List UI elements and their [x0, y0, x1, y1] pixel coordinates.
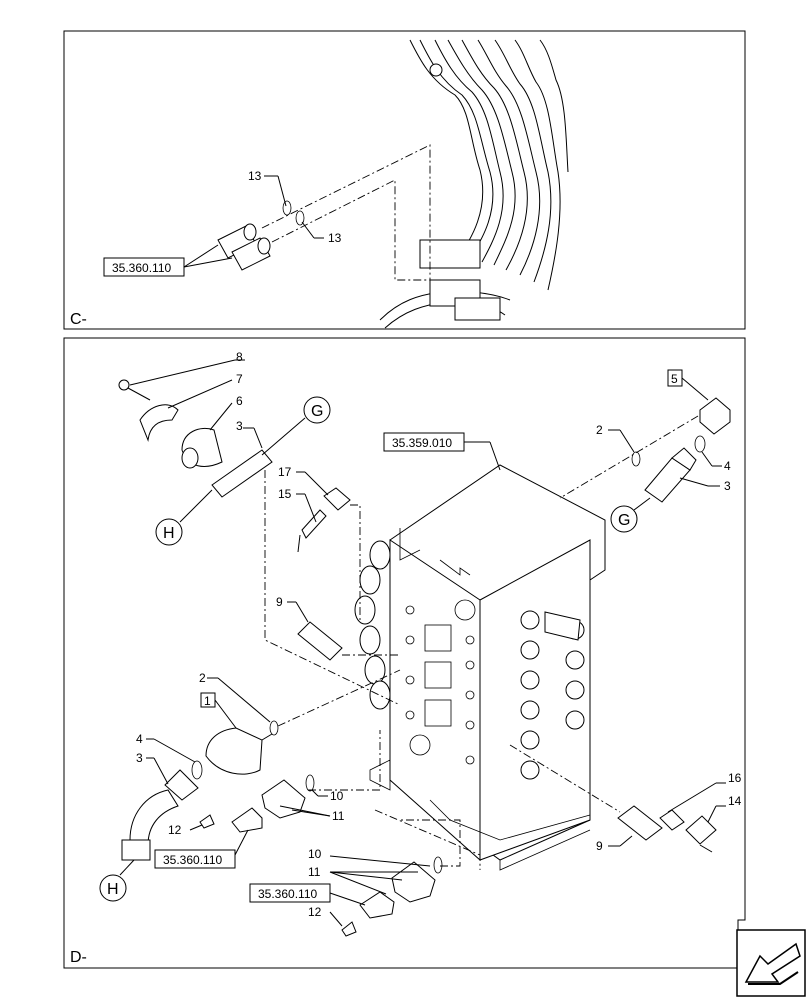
- callout-13b: 13: [328, 231, 342, 245]
- panel-c: C-: [63, 30, 746, 330]
- panel-d-label: D-: [70, 949, 87, 966]
- callout-13a: 13: [248, 169, 262, 183]
- connector-h-bottom[interactable]: [99, 874, 127, 902]
- ref-valve[interactable]: 35.359.010: [392, 436, 452, 450]
- callout-3c: 3: [724, 479, 731, 493]
- callout-6: 6: [236, 394, 243, 408]
- panel-c-label: C-: [70, 311, 87, 328]
- ref-d1[interactable]: 35.360.110: [163, 853, 222, 867]
- callout-5[interactable]: 5: [671, 372, 678, 386]
- control-valve-block: [354, 464, 606, 871]
- callout-2b: 2: [596, 423, 603, 437]
- callout-11a: 11: [332, 809, 345, 823]
- callout-10b: 10: [308, 847, 322, 861]
- callout-15: 15: [278, 487, 292, 501]
- callout-10a: 10: [330, 789, 344, 803]
- fitting-assembly-c: [217, 200, 305, 271]
- callout-1[interactable]: 1: [204, 694, 211, 708]
- callout-3a: 3: [236, 419, 243, 433]
- callout-14: 14: [728, 794, 742, 808]
- connector-h-top[interactable]: [155, 518, 183, 546]
- ref-box-d1[interactable]: [154, 849, 236, 869]
- ref-d2[interactable]: 35.360.110: [258, 887, 317, 901]
- callout-8: 8: [236, 350, 243, 364]
- connector-h-bottom-label[interactable]: H: [107, 881, 119, 898]
- connector-g-right-label[interactable]: G: [618, 512, 630, 529]
- callout-11b: 11: [308, 865, 321, 879]
- callout-17: 17: [278, 465, 292, 479]
- callout-9b: 9: [596, 839, 603, 853]
- connector-h-top-label[interactable]: H: [163, 525, 175, 542]
- callout-12b: 12: [308, 905, 322, 919]
- connector-g-top-label[interactable]: G: [311, 403, 323, 420]
- connector-g-top[interactable]: [303, 396, 331, 424]
- nav-arrow-icon[interactable]: [736, 929, 806, 997]
- panel-d: D-: [63, 337, 746, 969]
- callout-7: 7: [236, 372, 243, 386]
- callout-4b: 4: [724, 459, 731, 473]
- callout-2a: 2: [199, 671, 206, 685]
- callout-3b: 3: [136, 751, 143, 765]
- callout-4a: 4: [136, 732, 143, 746]
- connector-g-right[interactable]: [610, 505, 638, 533]
- hose-bundle: [379, 39, 569, 329]
- callout-16: 16: [728, 771, 742, 785]
- callout-9a: 9: [276, 595, 283, 609]
- callout-12a: 12: [168, 823, 182, 837]
- bracket-group: [118, 379, 223, 469]
- ref-c[interactable]: 35.360.110: [112, 261, 171, 275]
